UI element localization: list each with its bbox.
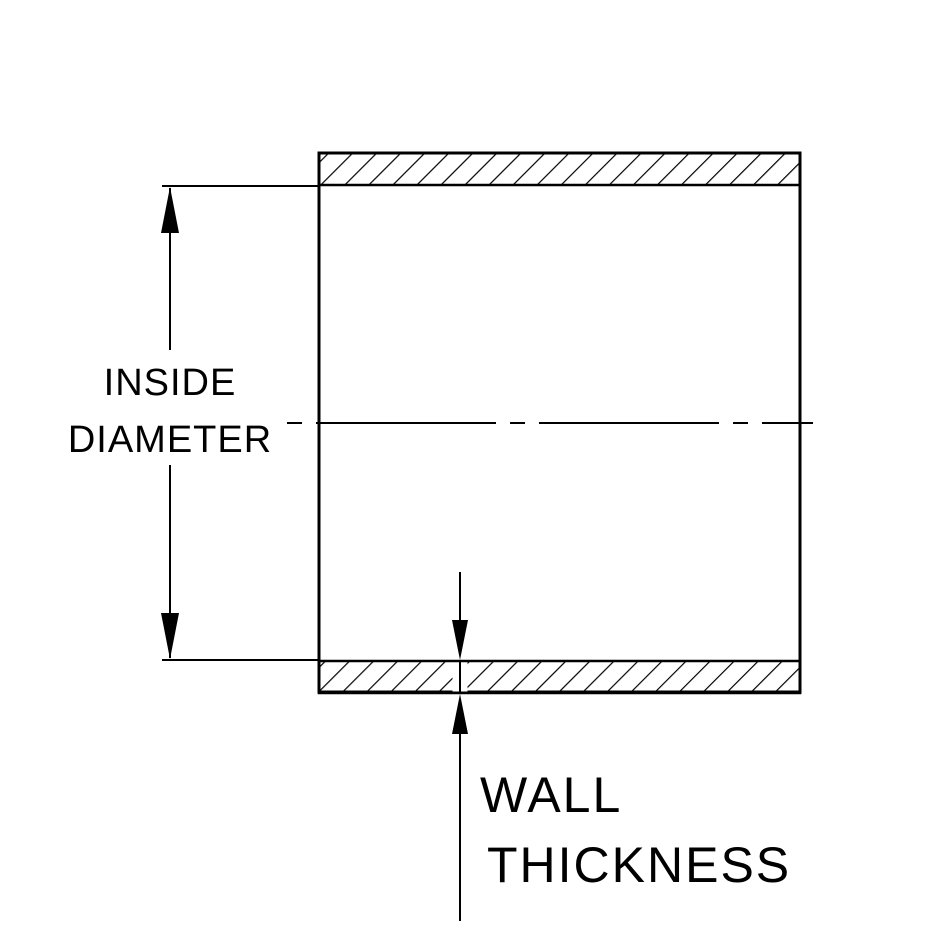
wall-thickness-arrow-down-icon bbox=[452, 620, 468, 660]
arrowhead-up-icon bbox=[161, 187, 179, 233]
bottom-wall-hatch bbox=[317, 659, 802, 695]
inside-diameter-label-line-2: DIAMETER bbox=[68, 419, 272, 461]
arrowhead-down-icon bbox=[161, 613, 179, 659]
wall-thickness-arrow-up-icon bbox=[452, 694, 468, 734]
top-wall-hatch bbox=[317, 151, 802, 187]
wall-thickness-label-line-2: THICKNESS bbox=[487, 837, 791, 893]
wall-thickness-label-line-1: WALL bbox=[480, 767, 622, 823]
inside-diameter-label-line-1: INSIDE bbox=[104, 362, 237, 404]
